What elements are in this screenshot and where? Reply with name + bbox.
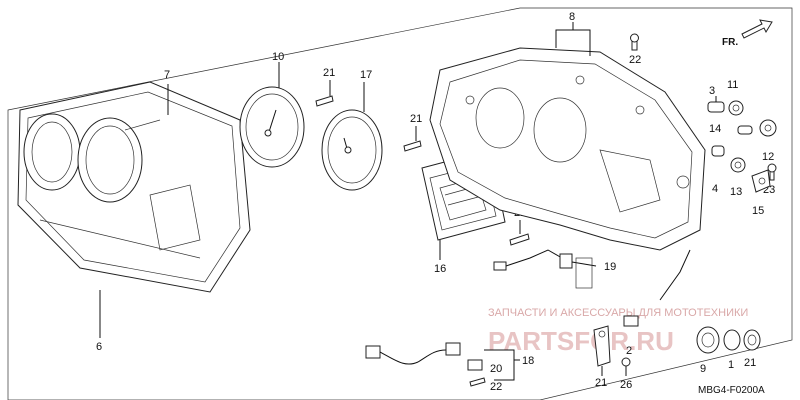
part-label-20: 20 [490,363,502,375]
screw-21a [315,80,334,107]
part-label-7: 7 [164,69,170,81]
part-label-9: 9 [700,363,706,375]
part-label-18: 18 [522,355,534,367]
screw-21c [509,220,530,246]
part-label-11: 11 [727,79,738,91]
sub-harness [493,249,597,289]
bulb-5 [737,125,753,135]
front-direction-arrow [741,19,773,39]
part-label-12: 12 [762,151,774,163]
part-label-26: 26 [620,379,632,391]
harness-18 [365,342,461,365]
socket-13 [730,157,746,173]
meter-case [17,81,251,293]
part-label-17: 17 [360,69,372,81]
screw-22a [630,33,639,51]
part-label-2: 2 [626,345,632,357]
part-label-21b: 21 [410,113,422,125]
part-label-14: 14 [709,123,721,135]
part-label-13: 13 [730,186,742,198]
diagram-code: MBG4-F0200A [698,385,765,396]
meter-housing [429,47,706,251]
part-label-23: 21 [744,357,756,369]
part-label-15: 15 [752,205,764,217]
tachometer [239,86,305,168]
screw-26 [621,357,631,376]
part-label-16: 16 [434,263,446,275]
watermark-line1: ЗАПЧАСТИ И АКСЕССУАРЫ ДЛЯ МОТОТЕХНИКИ [488,307,748,319]
grommet-2 [623,315,639,327]
screw-21b [403,126,422,152]
bulb-9 [696,326,720,354]
part-label-1: 1 [728,359,734,371]
socket-11 [728,100,744,116]
part-label-19: 19 [604,261,616,273]
part-label-24: 21 [595,377,607,389]
speedometer [321,109,383,191]
grommet-20 [467,359,483,371]
bulb-1 [723,329,741,351]
part-label-21a: 21 [323,67,335,79]
part-label-6: 6 [96,341,102,353]
bracket-15 [751,169,771,193]
direction-label: FR. [722,37,738,48]
boundary-frame [7,7,793,400]
part-label-8: 8 [569,11,575,23]
watermark-line2: PARTSFOR.RU [488,326,674,356]
part-label-10: 10 [272,51,284,63]
screw-25 [469,377,486,387]
part-label-22a: 22 [629,54,641,66]
terminal-24 [593,325,611,367]
socket-12 [759,119,777,137]
part-label-25: 22 [490,381,502,393]
bulb-14 [707,101,725,113]
cap-23 [743,329,761,351]
part-label-3: 3 [709,85,715,97]
bulb-4 [711,145,725,157]
screw-22b [767,163,777,181]
part-label-4: 4 [712,183,718,195]
